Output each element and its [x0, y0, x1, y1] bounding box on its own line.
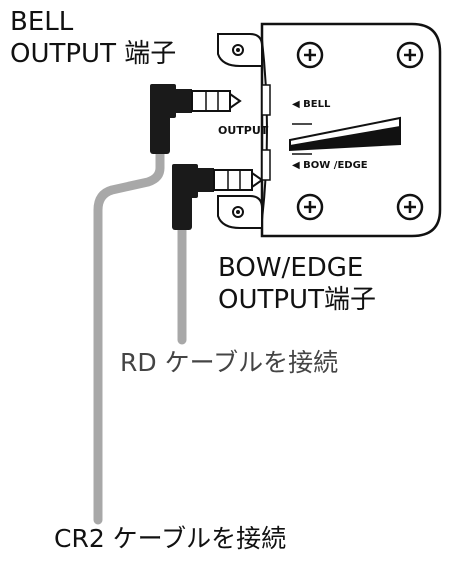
bowedge-output-line2: OUTPUT端子	[218, 285, 376, 315]
screw-top-right-icon	[396, 41, 424, 69]
cr2-cable	[93, 140, 165, 525]
bowedge-output-line1: BOW/EDGE	[218, 253, 364, 283]
bowedge-output-label: BOW/EDGE OUTPUT端子	[218, 252, 376, 316]
bell-output-line2: OUTPUT 端子	[10, 39, 177, 69]
rd-cable-label: RD ケーブルを接続	[120, 348, 339, 377]
bowedge-plug	[172, 164, 264, 230]
bell-plug	[150, 84, 242, 154]
cr2-cable-label: CR2 ケーブルを接続	[54, 524, 287, 553]
screw-top-left-icon	[296, 41, 324, 69]
device-bell-label: ◀ BELL	[292, 99, 331, 110]
bell-output-label: BELL OUTPUT 端子	[10, 6, 176, 70]
device-bowedge-label: ◀ BOW /EDGE	[292, 160, 368, 171]
screw-bottom-left-icon	[296, 193, 324, 221]
screw-bottom-right-icon	[396, 193, 424, 221]
bell-output-line1: BELL	[10, 7, 74, 37]
device-output-label: OUTPUT	[218, 124, 269, 137]
output-module: OUTPUT ◀ BELL ◀ BOW /EDGE	[217, 22, 442, 238]
